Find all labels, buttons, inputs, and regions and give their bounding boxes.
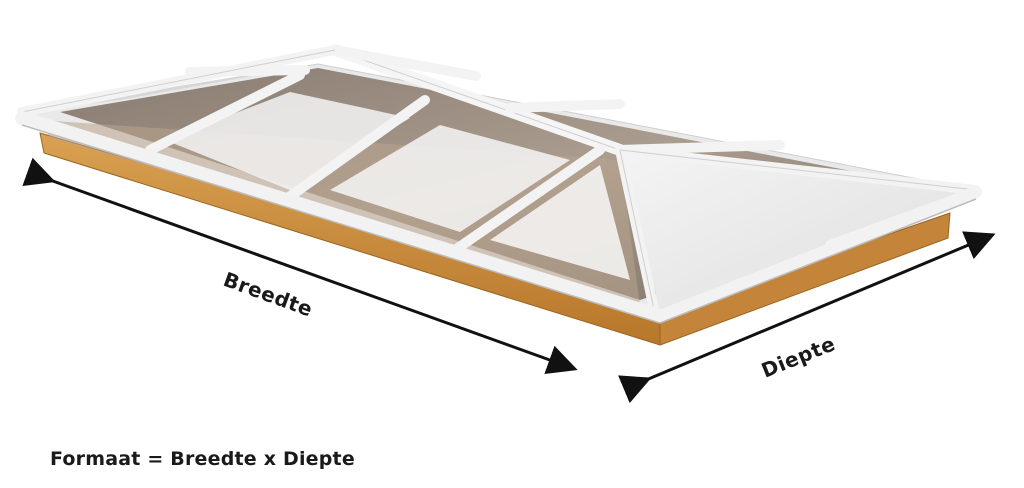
width-label: Breedte (220, 267, 316, 321)
size-formula: Formaat = Breedte x Diepte (50, 448, 355, 470)
double-arrow-icon (22, 157, 578, 374)
double-arrow-icon (618, 231, 996, 404)
depth-label: Diepte (758, 331, 839, 382)
